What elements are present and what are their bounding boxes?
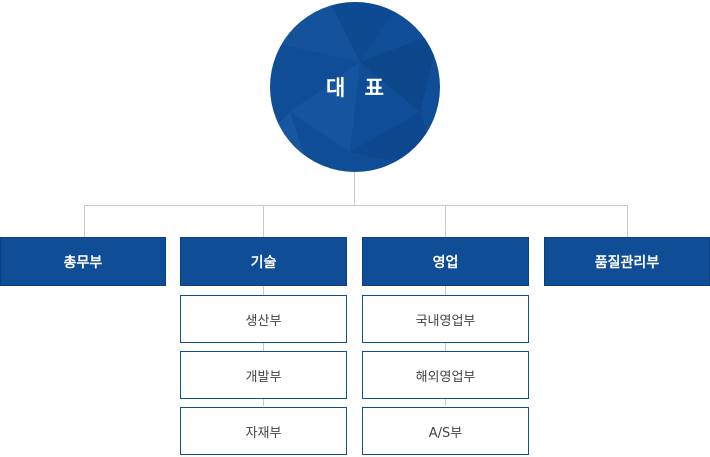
- sub-materials: 자재부: [180, 407, 347, 455]
- connector-tech-subs: [263, 286, 264, 406]
- dept-quality-control: 품질관리부: [544, 237, 710, 286]
- connector-dept-4: [627, 205, 628, 237]
- sub-development: 개발부: [180, 351, 347, 399]
- connector-dept-1: [84, 205, 85, 237]
- sub-production: 생산부: [180, 295, 347, 343]
- sub-domestic-sales: 국내영업부: [362, 295, 529, 343]
- ceo-node: 대 표: [270, 2, 440, 172]
- connector-dept-3: [445, 205, 446, 237]
- connector-sales-subs: [445, 286, 446, 406]
- ceo-pattern: [270, 2, 440, 172]
- dept-general-affairs: 총무부: [0, 237, 166, 286]
- connector-dept-2: [263, 205, 264, 237]
- ceo-label: 대 표: [326, 76, 390, 100]
- connector-ceo-trunk: [354, 172, 355, 206]
- connector-horizontal-bar: [84, 205, 628, 206]
- dept-technology: 기술: [180, 237, 347, 286]
- dept-sales: 영업: [362, 237, 529, 286]
- sub-after-service: A/S부: [362, 407, 529, 455]
- sub-overseas-sales: 해외영업부: [362, 351, 529, 399]
